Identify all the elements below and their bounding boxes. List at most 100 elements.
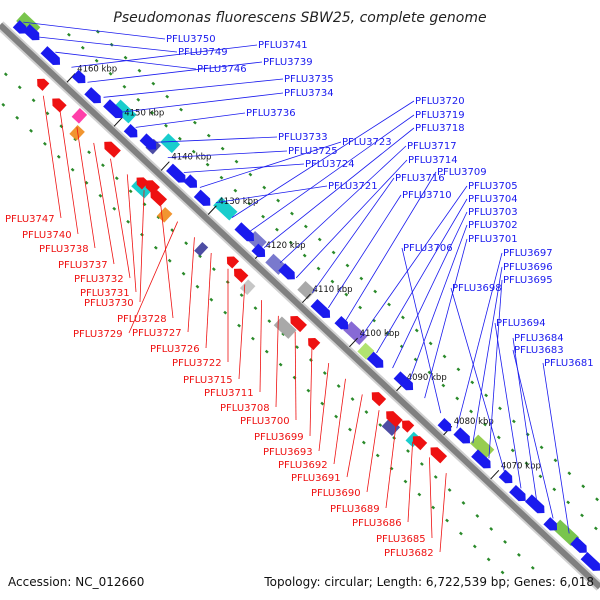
forward-gene-arrow <box>183 174 198 188</box>
cds-dot <box>348 427 352 432</box>
forward-gene-label: PFLU3739 <box>263 57 313 68</box>
reverse-label-leader <box>205 252 212 349</box>
forward-label-leader <box>401 247 442 414</box>
reverse-gene-label: PFLU3726 <box>150 344 200 355</box>
reverse-gene-label: PFLU3731 <box>80 288 130 299</box>
forward-gene-label: PFLU3694 <box>496 318 546 329</box>
cds-dot <box>302 253 307 258</box>
tick-label: 4110 kbp <box>313 285 353 295</box>
cds-dot <box>223 310 228 315</box>
cds-dot <box>84 180 89 185</box>
reverse-label-leader <box>238 284 246 380</box>
forward-label-leader <box>512 349 554 519</box>
forward-gene-label: PFLU3702 <box>468 220 518 231</box>
forward-label-leader <box>512 337 538 504</box>
reverse-gene-arrow <box>412 436 428 451</box>
forward-gene-arrow <box>570 536 587 553</box>
cds-dot <box>580 513 584 518</box>
cds-dot <box>419 462 424 466</box>
cds-dot <box>179 107 183 112</box>
cds-dot <box>136 97 141 102</box>
cds-dot <box>428 341 433 346</box>
cds-dot <box>483 422 487 427</box>
cds-dot <box>95 29 100 34</box>
reverse-gene-arrows <box>37 78 448 464</box>
tick-label: 4150 kbp <box>124 109 164 119</box>
tick-label: 4080 kbp <box>454 417 494 427</box>
reverse-label-leader <box>275 315 279 408</box>
reverse-gene-label: PFLU3682 <box>384 548 434 559</box>
cds-dot <box>387 302 391 307</box>
forward-label-leader <box>542 362 570 534</box>
cds-dot <box>336 384 341 388</box>
reverse-gene-label: PFLU3699 <box>254 432 304 443</box>
cds-dot <box>433 475 438 479</box>
tick-label: 4070 kbp <box>501 461 541 471</box>
reverse-label-leader <box>346 394 363 478</box>
forward-gene-label: PFLU3698 <box>452 283 502 294</box>
forward-label-leader <box>376 198 468 354</box>
cds-dot <box>378 423 383 427</box>
reverse-gene-label: PFLU3692 <box>278 460 328 471</box>
cds-dot <box>320 401 325 406</box>
reverse-label-leader <box>385 425 397 509</box>
cds-dot <box>87 150 91 155</box>
forward-gene-label: PFLU3750 <box>166 34 216 45</box>
forward-gene-arrow <box>22 24 40 41</box>
cds-dot <box>373 289 378 294</box>
forward-label-leader <box>247 114 415 233</box>
forward-gene-label: PFLU3741 <box>258 40 308 51</box>
reverse-gene-arrow <box>226 256 240 269</box>
forward-gene-label: PFLU3709 <box>437 167 487 178</box>
cds-dot <box>417 492 422 497</box>
reverse-label-leader <box>59 111 79 235</box>
forward-gene-label: PFLU3710 <box>402 190 452 201</box>
cds-dot <box>43 141 47 146</box>
forward-gene-label: PFLU3723 <box>342 137 392 148</box>
feature-box <box>343 321 368 346</box>
cds-dot <box>358 305 363 310</box>
cds-dot <box>309 358 313 362</box>
cds-dot <box>237 323 241 328</box>
forward-gene-label: PFLU3706 <box>403 243 453 254</box>
cds-dot <box>80 45 85 50</box>
forward-gene-label: PFLU3735 <box>284 74 334 85</box>
tick-label: 4130 kbp <box>218 197 258 207</box>
cds-dot <box>552 487 557 492</box>
cds-dot <box>276 198 281 203</box>
cds-dot <box>317 237 322 242</box>
cds-dot <box>219 175 224 180</box>
forward-gene-arrows <box>12 20 600 571</box>
cds-dot <box>470 380 475 385</box>
reverse-label-leader <box>128 221 179 334</box>
forward-label-leader <box>392 211 468 369</box>
reverse-gene-labels: PFLU3747PFLU3740PFLU3738PFLU3737PFLU3732… <box>5 95 447 559</box>
reverse-label-leader <box>366 410 380 493</box>
forward-gene-arrow <box>334 315 349 330</box>
reverse-label-leader <box>429 457 433 539</box>
forward-gene-label: PFLU3733 <box>278 132 328 143</box>
cds-dot <box>331 250 336 255</box>
forward-label-leader <box>71 44 258 68</box>
cds-dot <box>595 497 599 502</box>
reverse-label-leader <box>333 378 346 465</box>
forward-gene-arrow <box>509 484 526 502</box>
tick-label: 4090 kbp <box>407 373 447 383</box>
forward-gene-arrow <box>103 99 123 119</box>
reverse-label-leader <box>259 300 262 393</box>
forward-label-leader <box>103 78 284 98</box>
forward-label-leader <box>408 224 468 384</box>
cds-dot <box>153 245 158 250</box>
reverse-label-leader <box>160 205 174 319</box>
reverse-gene-arrow <box>37 78 50 91</box>
forward-gene-label: PFLU3714 <box>408 155 458 166</box>
forward-gene-label: PFLU3703 <box>468 207 518 218</box>
reverse-gene-arrow <box>371 392 387 407</box>
forward-label-leader <box>360 185 468 339</box>
cds-dot <box>553 458 558 463</box>
reverse-label-leader <box>187 237 195 333</box>
reverse-gene-label: PFLU3747 <box>5 214 55 225</box>
tick-mark <box>349 337 358 348</box>
forward-gene-label: PFLU3736 <box>246 108 296 119</box>
